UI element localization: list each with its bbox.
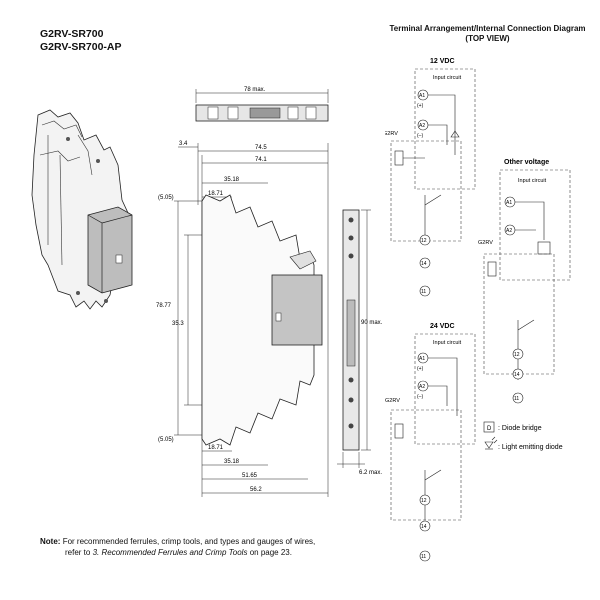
dim-74-1: 74.1 bbox=[255, 157, 267, 163]
diagram-24vdc: 24 VDC Input circuit A1 A2 (+) (–) G2RV … bbox=[385, 323, 476, 562]
note-text-1: For recommended ferrules, crimp tools, a… bbox=[62, 537, 316, 546]
front-dimension-drawing: 3.4 74.5 74.1 35.18 18.71 (5.05) 78.77 3… bbox=[156, 141, 329, 497]
dim-5-05-top: (5.05) bbox=[158, 195, 174, 201]
note-reference: 3. Recommended Ferrules and Crimp Tools bbox=[92, 548, 248, 557]
minus-12: (–) bbox=[417, 133, 423, 139]
dim-56-2: 56.2 bbox=[250, 487, 262, 493]
note-line-1: Note: For recommended ferrules, crimp to… bbox=[40, 536, 380, 547]
dim-6-2-max: 6.2 max. bbox=[359, 470, 382, 476]
top-view-drawing: 78 max. bbox=[195, 87, 329, 122]
dim-35-18-top: 35.18 bbox=[224, 177, 240, 183]
dim-18-71-bottom: 18.71 bbox=[208, 445, 224, 451]
model-titles: G2RV-SR700 G2RV-SR700-AP bbox=[40, 28, 122, 54]
terminal-11-12: 11 bbox=[421, 289, 426, 295]
terminal-12-12: 12 bbox=[421, 238, 427, 244]
model-name-2: G2RV-SR700-AP bbox=[40, 41, 122, 53]
note-prefix: refer to bbox=[65, 548, 93, 557]
terminal-a2-other: A2 bbox=[506, 228, 512, 234]
diagram-title: Terminal Arrangement/Internal Connection… bbox=[389, 24, 586, 33]
dim-51-65: 51.65 bbox=[242, 473, 258, 479]
terminal-14-other: 14 bbox=[514, 372, 520, 378]
plus-12: (+) bbox=[417, 103, 424, 109]
minus-24: (–) bbox=[417, 394, 423, 400]
dim-3-4: 3.4 bbox=[179, 141, 188, 147]
legend-diode-bridge: : Diode bridge bbox=[498, 425, 542, 432]
diagram-subtitle: (TOP VIEW) bbox=[465, 34, 510, 43]
plus-24: (+) bbox=[417, 366, 424, 372]
label-12vdc: 12 VDC bbox=[430, 58, 455, 65]
diagram-12vdc: 12 VDC Input circuit A1 A2 (+) (–) G2RV … bbox=[385, 58, 476, 297]
terminal-14-24: 14 bbox=[421, 524, 427, 530]
diode-bridge-icon bbox=[483, 421, 495, 433]
dim-18-71-top: 18.71 bbox=[208, 191, 224, 197]
side-view-drawing: 90 max. 6.2 max. bbox=[337, 209, 383, 476]
terminal-a2-12: A2 bbox=[419, 123, 425, 129]
label-24vdc: 24 VDC bbox=[430, 323, 455, 330]
legend-diode-symbol: D bbox=[487, 426, 492, 432]
footnote: Note: For recommended ferrules, crimp to… bbox=[40, 536, 380, 558]
terminal-11-24: 11 bbox=[421, 554, 426, 560]
note-line-2: refer to 3. Recommended Ferrules and Cri… bbox=[40, 547, 380, 558]
terminal-a1-other: A1 bbox=[506, 200, 512, 206]
dim-top-width: 78 max. bbox=[244, 87, 266, 93]
model-name-1: G2RV-SR700 bbox=[40, 28, 104, 40]
terminal-14-12: 14 bbox=[421, 261, 427, 267]
dim-90-max: 90 max. bbox=[361, 320, 383, 326]
terminal-11-other: 11 bbox=[514, 396, 519, 402]
terminal-a1-12: A1 bbox=[419, 93, 425, 99]
diagram-other-voltage: Other voltage Input circuit A1 A2 G2RV 1… bbox=[478, 159, 571, 404]
note-suffix: on page 23. bbox=[247, 548, 292, 557]
dim-35-3: 35.3 bbox=[172, 321, 184, 327]
dim-74-5: 74.5 bbox=[255, 145, 267, 151]
input-circuit-12: Input circuit bbox=[433, 75, 462, 81]
dim-5-05-bottom: (5.05) bbox=[158, 437, 174, 443]
dim-35-18-bottom: 35.18 bbox=[224, 459, 240, 465]
relay-label-24: G2RV bbox=[385, 398, 400, 404]
dim-78-77: 78.77 bbox=[156, 303, 172, 309]
relay-label-other: G2RV bbox=[478, 240, 493, 246]
input-circuit-other: Input circuit bbox=[518, 178, 547, 184]
relay-perspective-drawing bbox=[31, 109, 133, 310]
relay-label-12: G2RV bbox=[385, 131, 398, 137]
label-other-voltage: Other voltage bbox=[504, 159, 549, 166]
led-icon bbox=[484, 436, 498, 450]
terminal-a2-24: A2 bbox=[419, 384, 425, 390]
terminal-a1-24: A1 bbox=[419, 356, 425, 362]
terminal-12-24: 12 bbox=[421, 498, 427, 504]
legend: D : Diode bridge : Light emitting diode bbox=[483, 421, 563, 451]
terminal-12-other: 12 bbox=[514, 352, 520, 358]
connection-diagram-title: Terminal Arrangement/Internal Connection… bbox=[385, 24, 590, 44]
input-circuit-24: Input circuit bbox=[433, 340, 462, 346]
legend-led: : Light emitting diode bbox=[498, 444, 563, 451]
note-label: Note: bbox=[40, 537, 61, 546]
